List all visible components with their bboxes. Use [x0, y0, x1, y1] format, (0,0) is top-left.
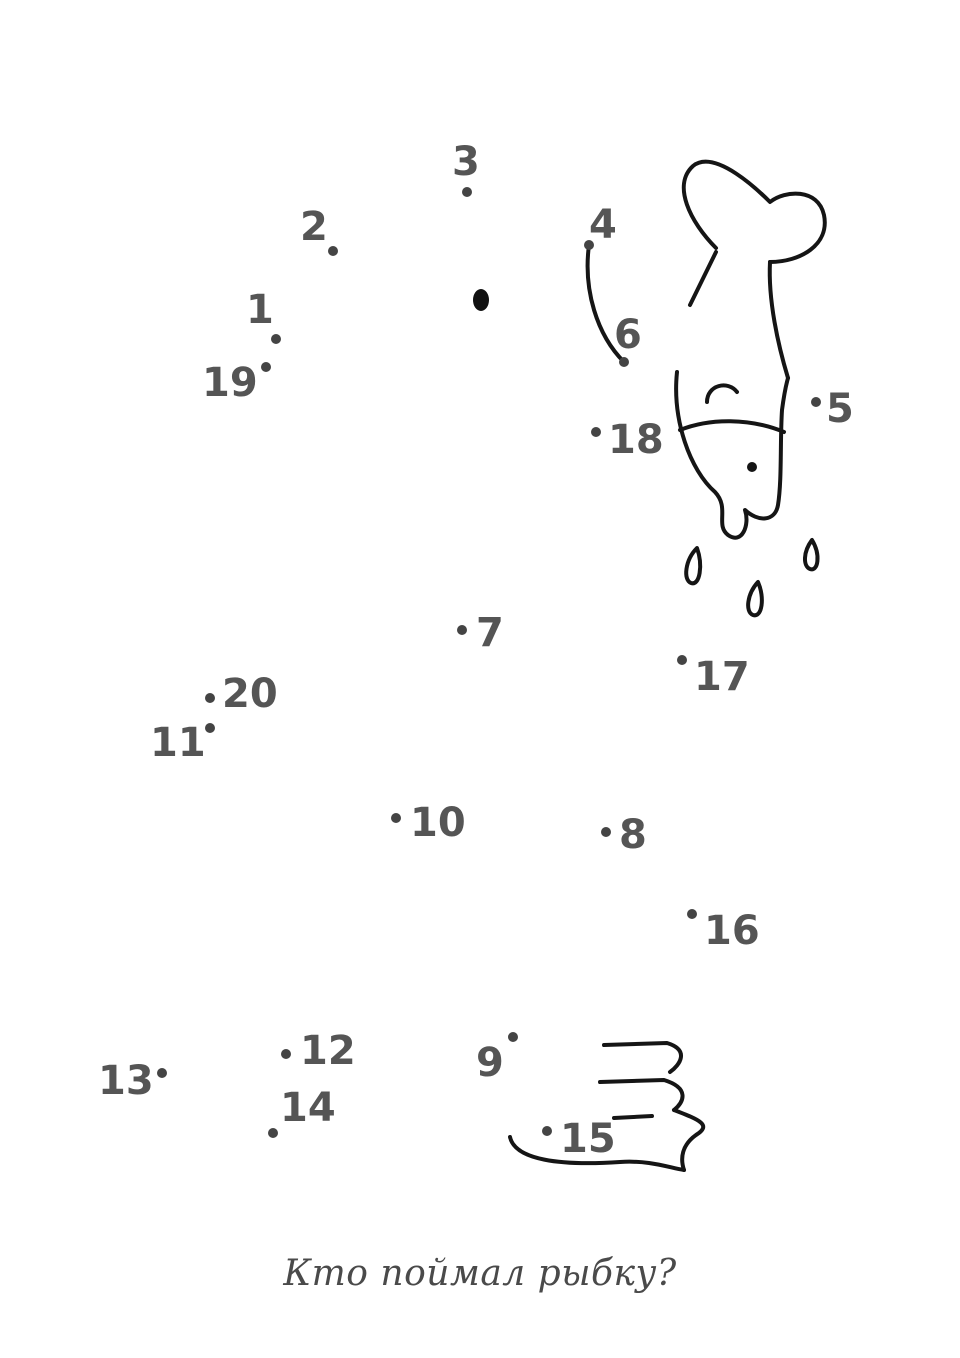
dot-8: [601, 827, 611, 837]
fish-lower-body: [674, 370, 790, 540]
dot-label-18: 18: [608, 417, 664, 463]
dot-1: [271, 334, 281, 344]
dot-label-7: 7: [476, 610, 504, 656]
dot-18: [591, 427, 601, 437]
dot-label-3: 3: [452, 139, 480, 185]
dot-10: [391, 813, 401, 823]
dot-label-5: 5: [826, 386, 854, 432]
drop-left: [684, 546, 703, 586]
question-caption: Кто поймал рыбку?: [283, 1253, 677, 1294]
tail-line-short: [612, 1114, 654, 1120]
eye-dot: [473, 289, 489, 311]
dot-15: [542, 1126, 552, 1136]
dot-label-11: 11: [150, 720, 206, 766]
fish-fin: [705, 383, 739, 404]
drop-right: [803, 538, 820, 572]
dot-label-12: 12: [300, 1028, 356, 1074]
dot-label-8: 8: [619, 812, 647, 858]
numbered-dots: 1 2 3 4 5 6 7 8 9 10 11 12 13: [98, 139, 854, 1162]
fish-tail: [681, 159, 827, 264]
fish-body-left: [688, 250, 718, 307]
arc-line-4-6: [585, 243, 626, 364]
dot-6: [619, 357, 629, 367]
dot-13: [157, 1068, 167, 1078]
dot-label-19: 19: [202, 360, 258, 406]
fish-drawing: [674, 159, 827, 540]
fish-gill: [678, 419, 786, 434]
dot-label-17: 17: [694, 654, 750, 700]
tail-line-middle: [598, 1078, 685, 1112]
dot-17: [677, 655, 687, 665]
dot-label-14: 14: [280, 1085, 336, 1131]
tail-lines-drawing: [508, 1041, 705, 1172]
dot-19: [261, 362, 271, 372]
dot-label-9: 9: [476, 1040, 504, 1086]
dot-label-13: 13: [98, 1058, 154, 1104]
dot-14: [268, 1128, 278, 1138]
dot-label-2: 2: [300, 204, 328, 250]
dot-label-10: 10: [410, 800, 466, 846]
water-drops-drawing: [684, 538, 820, 618]
dot-label-20: 20: [222, 671, 278, 717]
fish-body-right: [767, 260, 790, 380]
dot-label-1: 1: [246, 287, 274, 333]
dot-7: [457, 625, 467, 635]
dot-label-15: 15: [560, 1116, 616, 1162]
dot-label-4: 4: [589, 202, 617, 248]
dot-16: [687, 909, 697, 919]
dot-label-16: 16: [704, 908, 760, 954]
dot-11: [205, 723, 215, 733]
drop-middle: [746, 580, 764, 618]
tail-line-bottom: [508, 1135, 686, 1172]
tail-line-right: [672, 1108, 705, 1172]
dot-label-6: 6: [614, 312, 642, 358]
dot-12: [281, 1049, 291, 1059]
dot-5: [811, 397, 821, 407]
dot-9: [508, 1032, 518, 1042]
dot-4: [584, 240, 594, 250]
dot-20: [205, 693, 215, 703]
dot-3: [462, 187, 472, 197]
fish-eye: [747, 462, 757, 472]
dot-2: [328, 246, 338, 256]
tail-line-top: [602, 1041, 683, 1074]
